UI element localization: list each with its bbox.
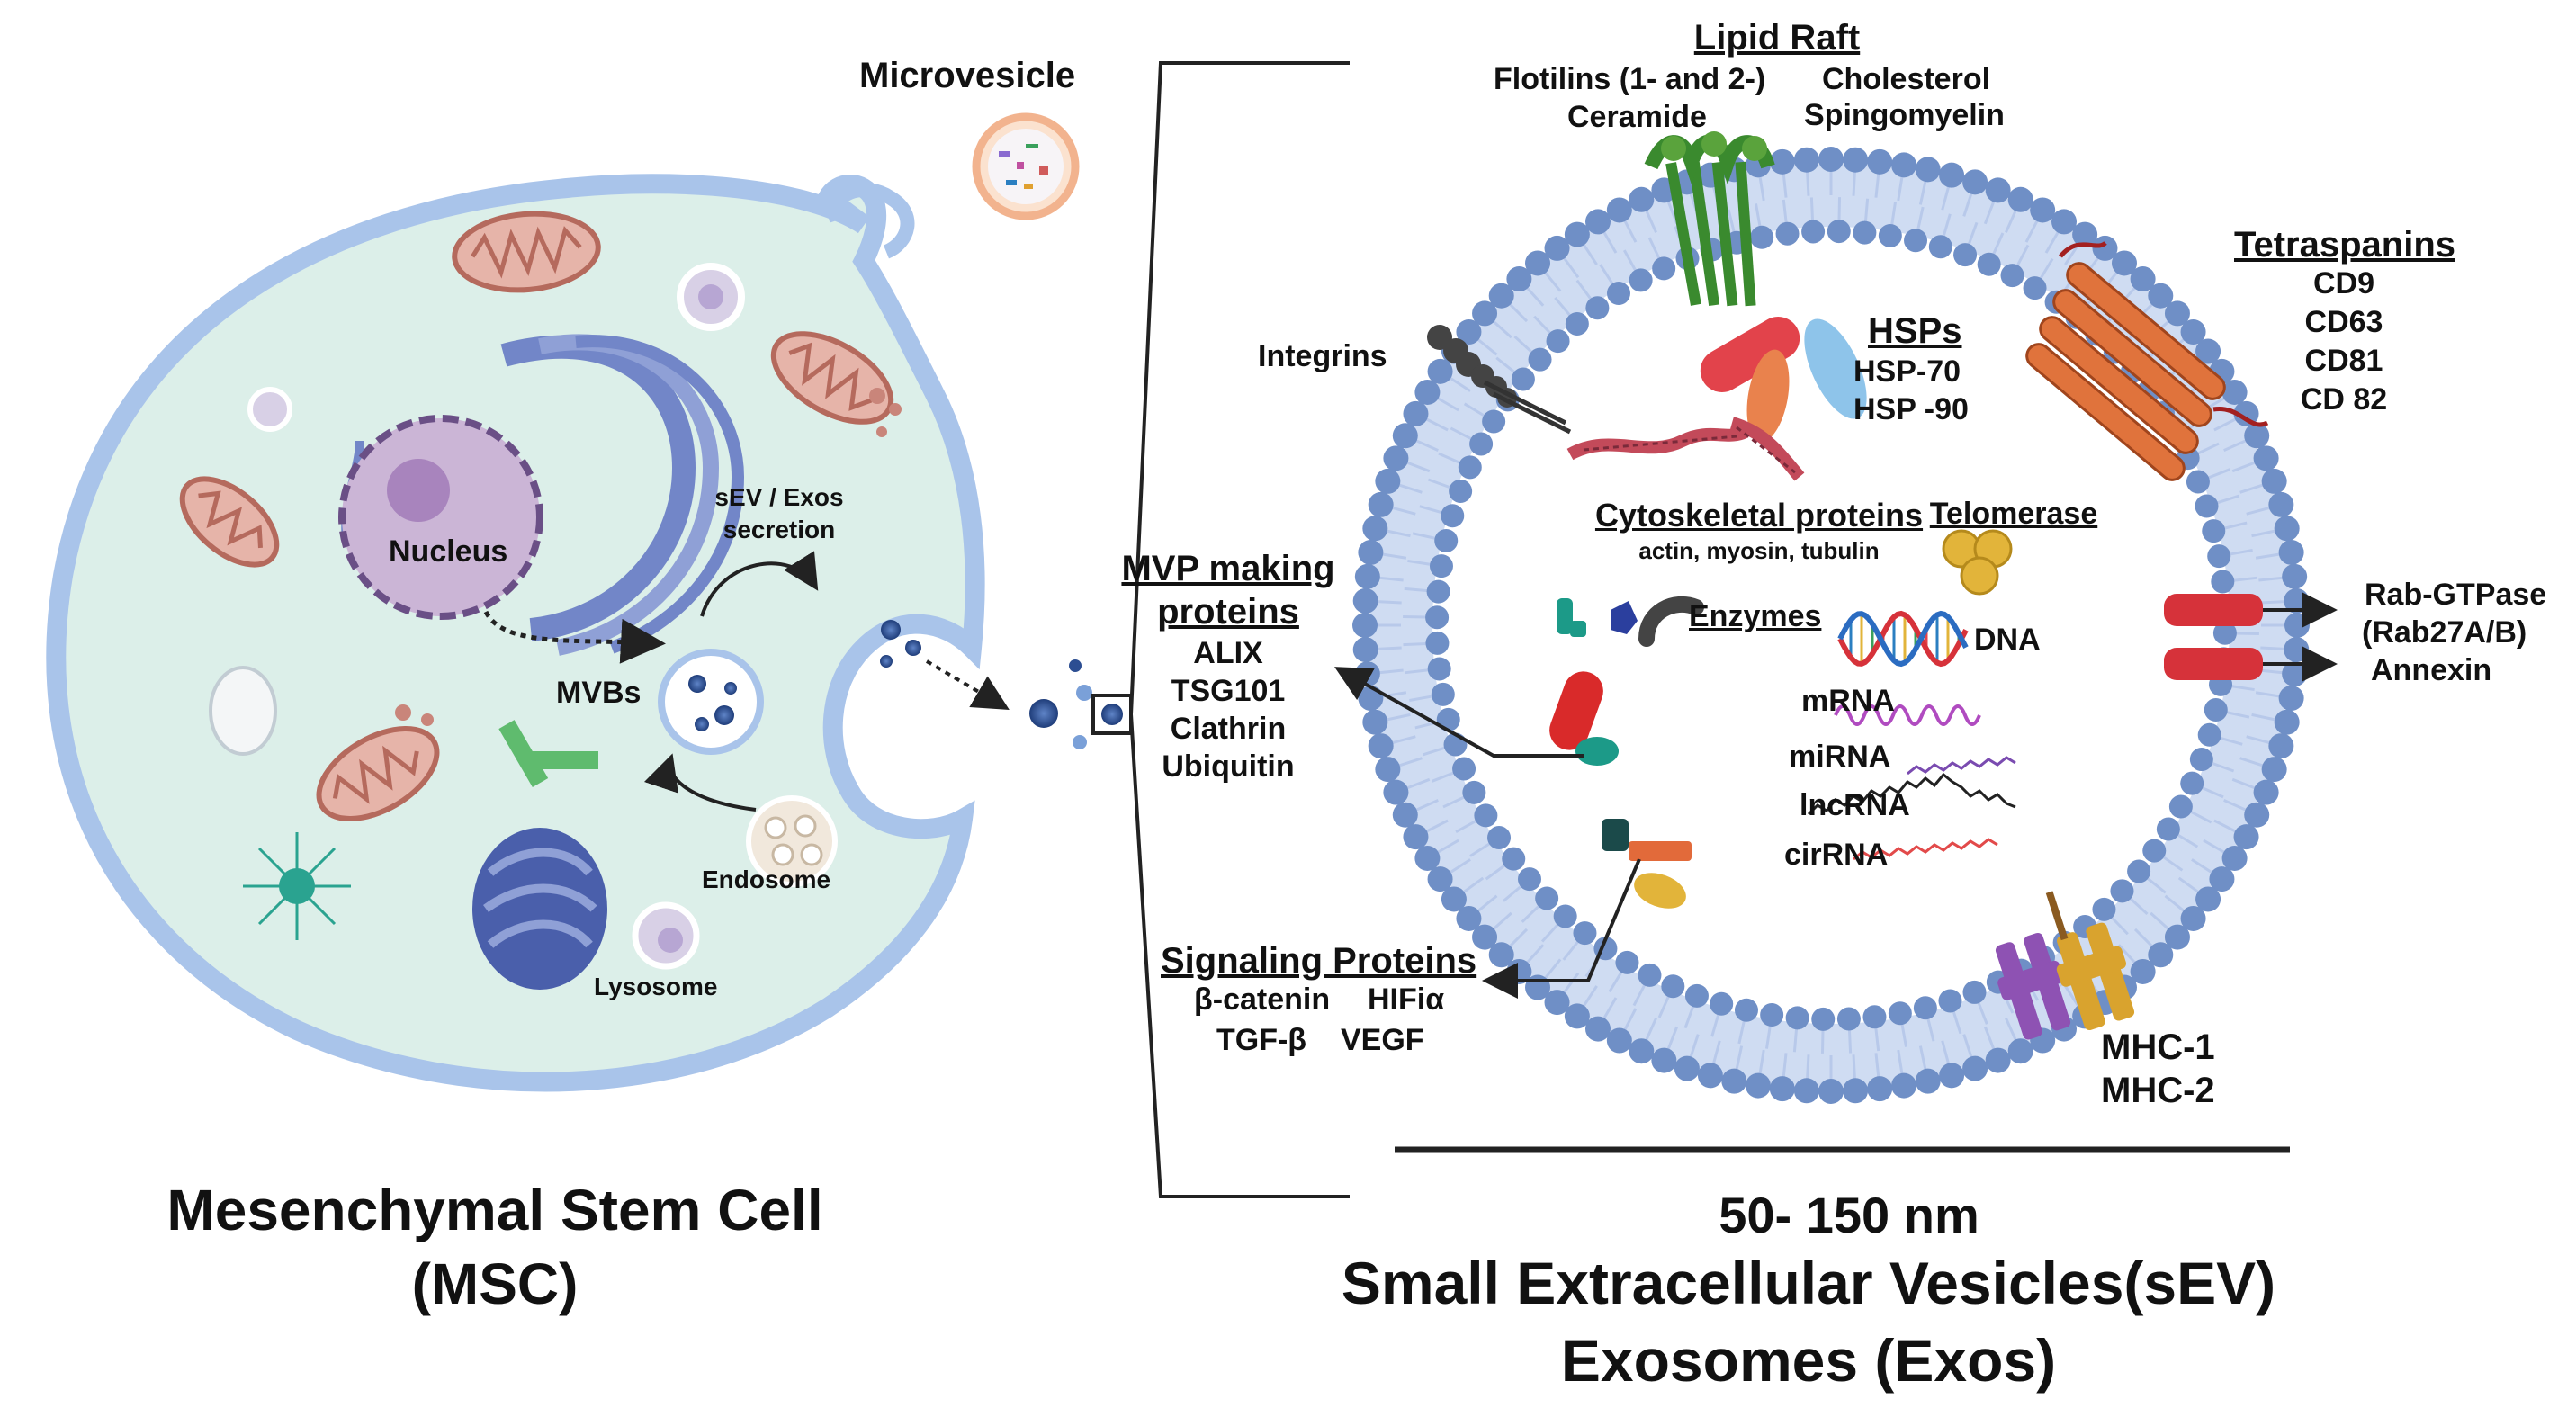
signaling-proteins bbox=[1602, 819, 1692, 909]
mvbs-label: MVBs bbox=[556, 676, 642, 710]
mvb bbox=[658, 649, 764, 755]
dna-helix bbox=[1837, 610, 1969, 668]
endosome bbox=[746, 795, 838, 887]
msc-title-line2: (MSC) bbox=[411, 1251, 579, 1316]
mvp-heading-line1: MVP making bbox=[1121, 549, 1335, 588]
secretion-label-line2: secretion bbox=[723, 516, 836, 543]
size-label: 50- 150 nm bbox=[1719, 1187, 1979, 1243]
rab-annexin-proteins bbox=[2164, 594, 2263, 680]
mvp-heading-line2: proteins bbox=[1157, 592, 1299, 632]
signaling-pointer-arrow bbox=[1482, 858, 1641, 999]
release-arrow bbox=[925, 659, 1010, 711]
signaling-item: TGF-β bbox=[1216, 1023, 1307, 1057]
telomerase-label: Telomerase bbox=[1929, 497, 2098, 531]
mirna-label: miRNA bbox=[1789, 740, 1891, 774]
golgi-apparatus bbox=[472, 828, 607, 990]
flotilins-label: Flotilins (1- and 2-) bbox=[1494, 62, 1766, 96]
microvesicle-budding bbox=[828, 183, 915, 259]
hsps-heading: HSPs bbox=[1868, 311, 1962, 351]
lysosome-label: Lysosome bbox=[594, 973, 718, 1000]
hsp-item: HSP -90 bbox=[1853, 392, 1969, 426]
rab-gtpase-label: Rab-GTPase bbox=[2365, 578, 2547, 612]
microvesicle-label: Microvesicle bbox=[859, 56, 1076, 95]
lipid-raft-heading: Lipid Raft bbox=[1693, 18, 1861, 58]
secretion-arrow bbox=[700, 551, 819, 617]
cytoskeletal-heading: Cytoskeletal proteins bbox=[1594, 497, 1924, 534]
exosome-structure bbox=[1352, 147, 2310, 1104]
enzymes-label: Enzymes bbox=[1689, 599, 1822, 633]
hsp-item: HSP-70 bbox=[1853, 354, 1961, 389]
cholesterol-label: Cholesterol bbox=[1822, 62, 1991, 96]
tetraspanin-item: CD81 bbox=[2304, 344, 2383, 378]
integrins-label: Integrins bbox=[1258, 339, 1387, 373]
microvesicle bbox=[972, 112, 1080, 220]
cytoskeletal-fibers bbox=[1566, 417, 1805, 481]
hsp-proteins bbox=[1700, 317, 1867, 443]
mvp-item: TSG101 bbox=[1171, 674, 1286, 708]
mitochondrion bbox=[316, 726, 440, 821]
mhc-proteins bbox=[1995, 891, 2135, 1040]
enzymes bbox=[1557, 596, 1704, 647]
msc-cell bbox=[46, 174, 1010, 1092]
mvp-proteins bbox=[1549, 671, 1619, 766]
lncrna-strand bbox=[1807, 772, 2016, 816]
signaling-item: β-catenin bbox=[1194, 982, 1331, 1017]
signaling-item: VEGF bbox=[1341, 1023, 1424, 1057]
msc-title-line1: Mesenchymal Stem Cell bbox=[166, 1178, 823, 1242]
tetraspanin-item: CD 82 bbox=[2300, 382, 2388, 417]
endosome-to-mvb-arrow bbox=[643, 753, 757, 812]
mvp-item: Clathrin bbox=[1170, 712, 1287, 746]
circrna-label: cirRNA bbox=[1784, 838, 1889, 872]
mrna-strand bbox=[1834, 704, 1981, 726]
telomerase bbox=[1942, 529, 2013, 596]
lysosome bbox=[632, 901, 700, 970]
dna-label: DNA bbox=[1974, 623, 2041, 657]
released-exosomes bbox=[1029, 659, 1133, 749]
endosome-label: Endosome bbox=[702, 865, 831, 893]
sev-title-line2: Exosomes (Exos) bbox=[1560, 1327, 2057, 1394]
cytoskeleton-star bbox=[243, 832, 351, 940]
mvp-item: Ubiquitin bbox=[1162, 749, 1295, 784]
cirrna-strand bbox=[1853, 838, 1998, 861]
mvp-item: ALIX bbox=[1193, 636, 1263, 670]
tetraspanin-item: CD9 bbox=[2312, 266, 2375, 300]
nucleus bbox=[338, 415, 543, 620]
mitochondrion bbox=[452, 211, 601, 293]
rab27-label: (Rab27A/B) bbox=[2362, 615, 2527, 650]
annexin-label: Annexin bbox=[2371, 653, 2492, 687]
nucleus-to-mvb-arrow bbox=[483, 610, 666, 664]
mitochondrion bbox=[770, 331, 894, 425]
endoplasmic-reticulum bbox=[500, 334, 745, 656]
mhc-label: MHC-2 bbox=[2101, 1071, 2215, 1110]
centriole bbox=[498, 720, 598, 788]
mrna-label: mRNA bbox=[1801, 684, 1895, 718]
tetraspanin-item: CD63 bbox=[2304, 305, 2383, 339]
mirna-strand bbox=[1907, 756, 2016, 776]
signaling-item: HIFiα bbox=[1368, 982, 1445, 1017]
tetraspanins-heading: Tetraspanins bbox=[2234, 225, 2455, 265]
cytoskeletal-sub: actin, myosin, tubulin bbox=[1638, 537, 1880, 564]
lncrna-label: lncRNA bbox=[1800, 788, 1910, 822]
vacuole bbox=[209, 666, 277, 756]
signaling-heading: Signaling Proteins bbox=[1161, 941, 1477, 981]
tetraspanin bbox=[2025, 240, 2269, 481]
sev-title-line1: Small Extracellular Vesicles(sEV) bbox=[1341, 1250, 2276, 1316]
mitochondrion bbox=[179, 476, 280, 568]
sphingomyelin-label: Spingomyelin bbox=[1804, 98, 2005, 132]
integrin bbox=[1427, 325, 1572, 435]
vesicle bbox=[247, 387, 292, 432]
secretion-label-line1: sEV / Exos bbox=[714, 483, 844, 511]
nucleus-label: Nucleus bbox=[389, 534, 508, 569]
ceramide-label: Ceramide bbox=[1567, 100, 1707, 134]
zoom-bracket bbox=[1128, 61, 1350, 1198]
lipid-raft bbox=[1644, 131, 1775, 307]
inner-lipid-heads bbox=[1425, 220, 2237, 1031]
mhc-label: MHC-1 bbox=[2101, 1027, 2215, 1067]
mvp-pointer-arrow bbox=[1334, 667, 1584, 758]
